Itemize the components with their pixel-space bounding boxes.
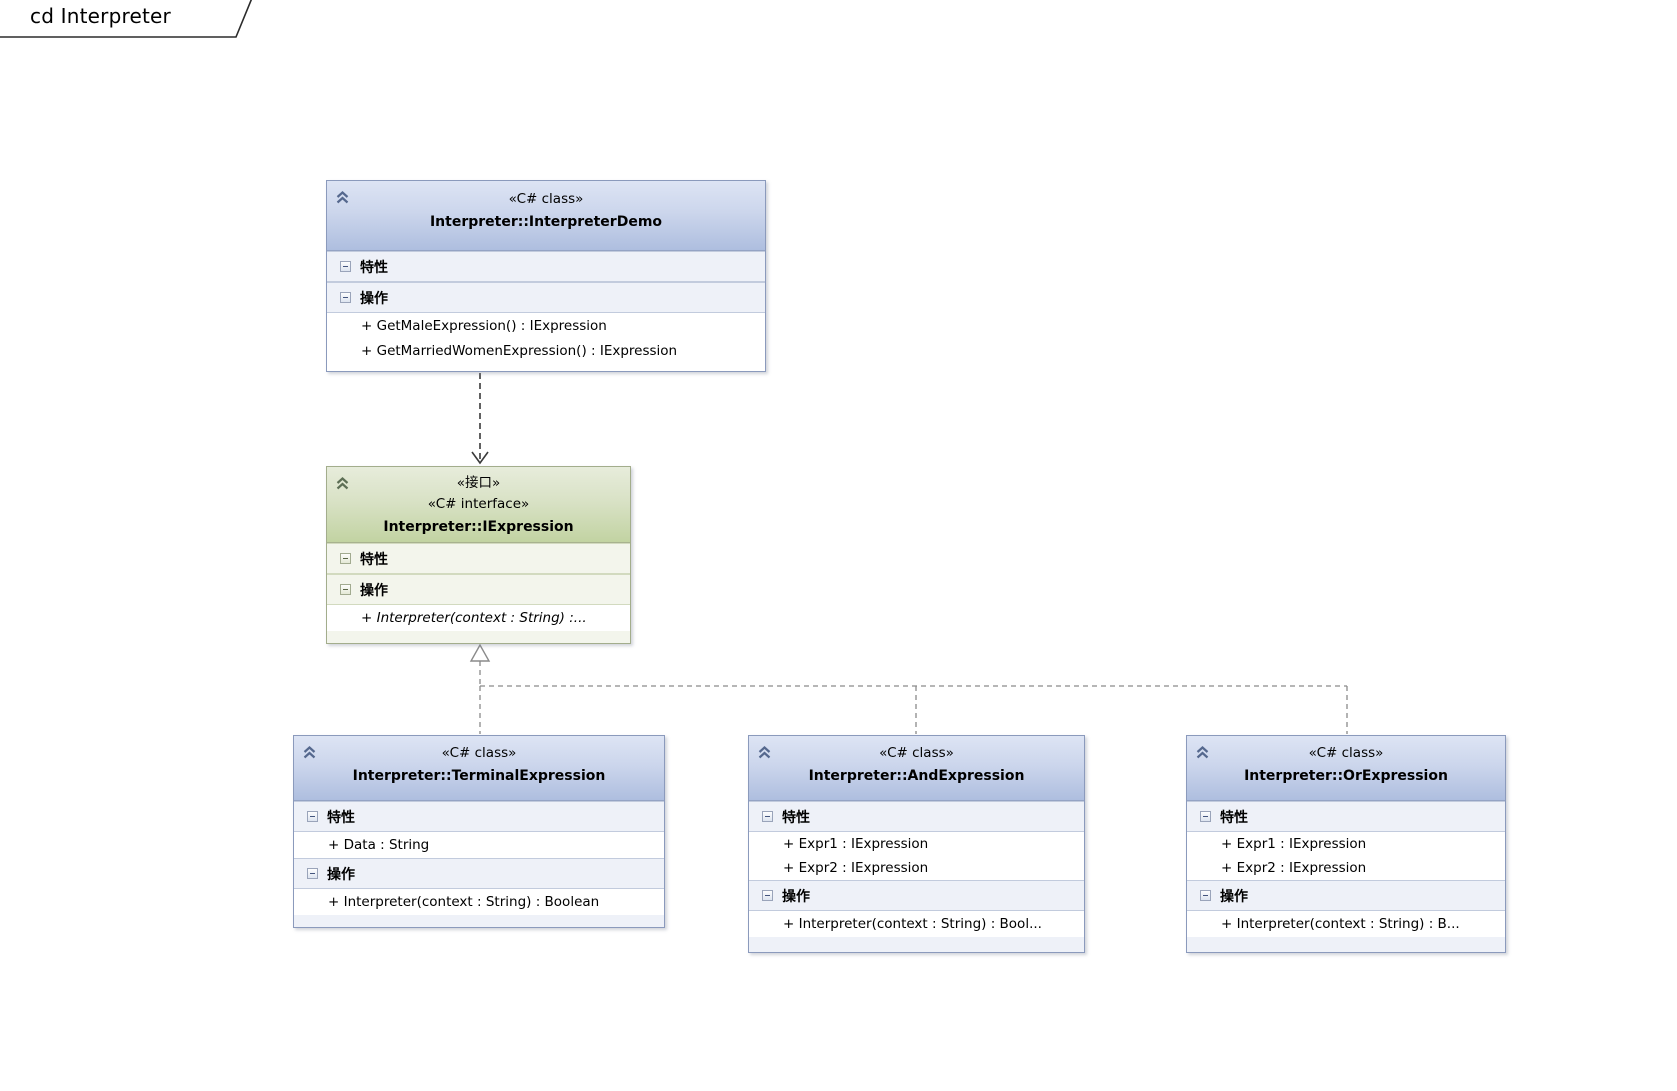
- interface-iexpression[interactable]: «接口» «C# interface» Interpreter::IExpres…: [326, 466, 631, 644]
- section-label: 操作: [1220, 888, 1248, 905]
- generalization-triangle-icon: [469, 643, 491, 662]
- collapse-chevron-icon[interactable]: [335, 475, 350, 490]
- operation-row[interactable]: + Interpreter(context : String) :...: [327, 605, 630, 631]
- diagram-frame-tab: cd Interpreter: [0, 0, 256, 40]
- collapse-chevron-icon[interactable]: [1195, 744, 1210, 759]
- class-name: Interpreter::OrExpression: [1244, 768, 1448, 784]
- operation-row[interactable]: + GetMarriedWomenExpression() : IExpress…: [327, 338, 765, 363]
- section-label: 特性: [1220, 809, 1248, 826]
- collapse-minus-icon[interactable]: [1200, 890, 1211, 901]
- section-label: 操作: [360, 582, 388, 599]
- properties-section-header[interactable]: 特性: [327, 543, 630, 574]
- operations-section-header[interactable]: 操作: [1187, 880, 1505, 911]
- property-row[interactable]: + Data : String: [294, 832, 664, 858]
- stereotype: «C# class»: [879, 745, 954, 761]
- collapse-minus-icon[interactable]: [340, 553, 351, 564]
- collapse-minus-icon[interactable]: [340, 261, 351, 272]
- section-label: 特性: [327, 809, 355, 826]
- operation-row[interactable]: + Interpreter(context : String) : B...: [1187, 911, 1505, 937]
- operation-row[interactable]: + GetMaleExpression() : IExpression: [327, 313, 765, 338]
- collapse-minus-icon[interactable]: [307, 811, 318, 822]
- node-filler: [1187, 937, 1505, 952]
- collapse-minus-icon[interactable]: [340, 584, 351, 595]
- operations-section-header[interactable]: 操作: [294, 858, 664, 889]
- operations-section-header[interactable]: 操作: [749, 880, 1084, 911]
- section-label: 特性: [782, 809, 810, 826]
- node-filler: [749, 937, 1084, 952]
- stereotype: «C# interface»: [427, 496, 530, 512]
- class-name: Interpreter::AndExpression: [808, 768, 1025, 784]
- operations-section-header[interactable]: 操作: [327, 282, 765, 313]
- collapse-minus-icon[interactable]: [762, 890, 773, 901]
- class-or-expression[interactable]: «C# class» Interpreter::OrExpression 特性 …: [1186, 735, 1506, 953]
- class-header[interactable]: «C# class» Interpreter::TerminalExpressi…: [294, 736, 664, 801]
- realization-connector[interactable]: [469, 643, 1348, 734]
- node-filler: [294, 915, 664, 927]
- interface-header[interactable]: «接口» «C# interface» Interpreter::IExpres…: [327, 467, 630, 543]
- collapse-minus-icon[interactable]: [762, 811, 773, 822]
- operation-row[interactable]: + Interpreter(context : String) : Boolea…: [294, 889, 664, 915]
- section-label: 操作: [782, 888, 810, 905]
- properties-section-header[interactable]: 特性: [749, 801, 1084, 832]
- collapse-minus-icon[interactable]: [1200, 811, 1211, 822]
- stereotype: «C# class»: [441, 745, 517, 761]
- class-header[interactable]: «C# class» Interpreter::AndExpression: [749, 736, 1084, 801]
- collapse-chevron-icon[interactable]: [757, 744, 772, 759]
- section-label: 特性: [360, 259, 388, 276]
- class-and-expression[interactable]: «C# class» Interpreter::AndExpression 特性…: [748, 735, 1085, 953]
- property-row[interactable]: + Expr1 : IExpression: [749, 832, 1084, 856]
- operation-row[interactable]: + Interpreter(context : String) : Bool..…: [749, 911, 1084, 937]
- property-row[interactable]: + Expr2 : IExpression: [749, 856, 1084, 880]
- section-label: 特性: [360, 551, 388, 568]
- class-interpreter-demo[interactable]: «C# class» Interpreter::InterpreterDemo …: [326, 180, 766, 372]
- collapse-chevron-icon[interactable]: [335, 189, 350, 204]
- properties-section-header[interactable]: 特性: [327, 251, 765, 282]
- properties-section-header[interactable]: 特性: [294, 801, 664, 832]
- property-row[interactable]: + Expr2 : IExpression: [1187, 856, 1505, 880]
- class-name: Interpreter::TerminalExpression: [352, 768, 606, 784]
- collapse-minus-icon[interactable]: [307, 868, 318, 879]
- stereotype: «C# class»: [1308, 745, 1384, 761]
- section-label: 操作: [327, 866, 355, 883]
- collapse-minus-icon[interactable]: [340, 292, 351, 303]
- dependency-connector[interactable]: [471, 373, 489, 465]
- diagram-title: cd Interpreter: [30, 4, 171, 28]
- node-filler: [327, 363, 765, 371]
- stereotype: «C# class»: [508, 191, 584, 207]
- section-label: 操作: [360, 290, 388, 307]
- frame-tab-shape: [0, 0, 253, 38]
- class-header[interactable]: «C# class» Interpreter::OrExpression: [1187, 736, 1505, 801]
- stereotype-cn: «接口»: [456, 475, 501, 491]
- class-name: Interpreter::InterpreterDemo: [429, 214, 663, 230]
- class-terminal-expression[interactable]: «C# class» Interpreter::TerminalExpressi…: [293, 735, 665, 928]
- properties-section-header[interactable]: 特性: [1187, 801, 1505, 832]
- operations-section-header[interactable]: 操作: [327, 574, 630, 605]
- collapse-chevron-icon[interactable]: [302, 744, 317, 759]
- class-header[interactable]: «C# class» Interpreter::InterpreterDemo: [327, 181, 765, 251]
- property-row[interactable]: + Expr1 : IExpression: [1187, 832, 1505, 856]
- interface-name: Interpreter::IExpression: [383, 519, 574, 535]
- node-filler: [327, 631, 630, 643]
